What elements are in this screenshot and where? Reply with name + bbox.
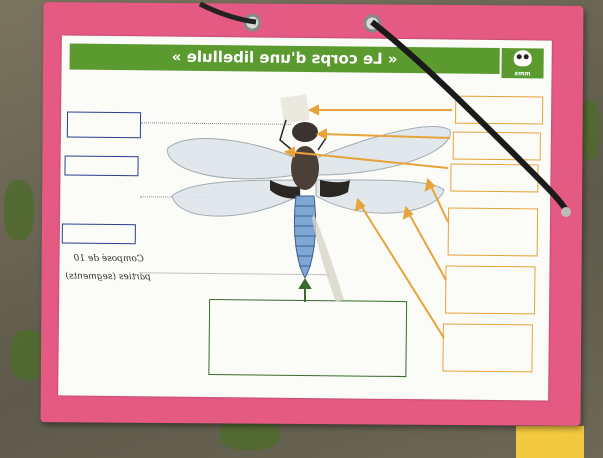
black-lanyard bbox=[0, 0, 603, 458]
